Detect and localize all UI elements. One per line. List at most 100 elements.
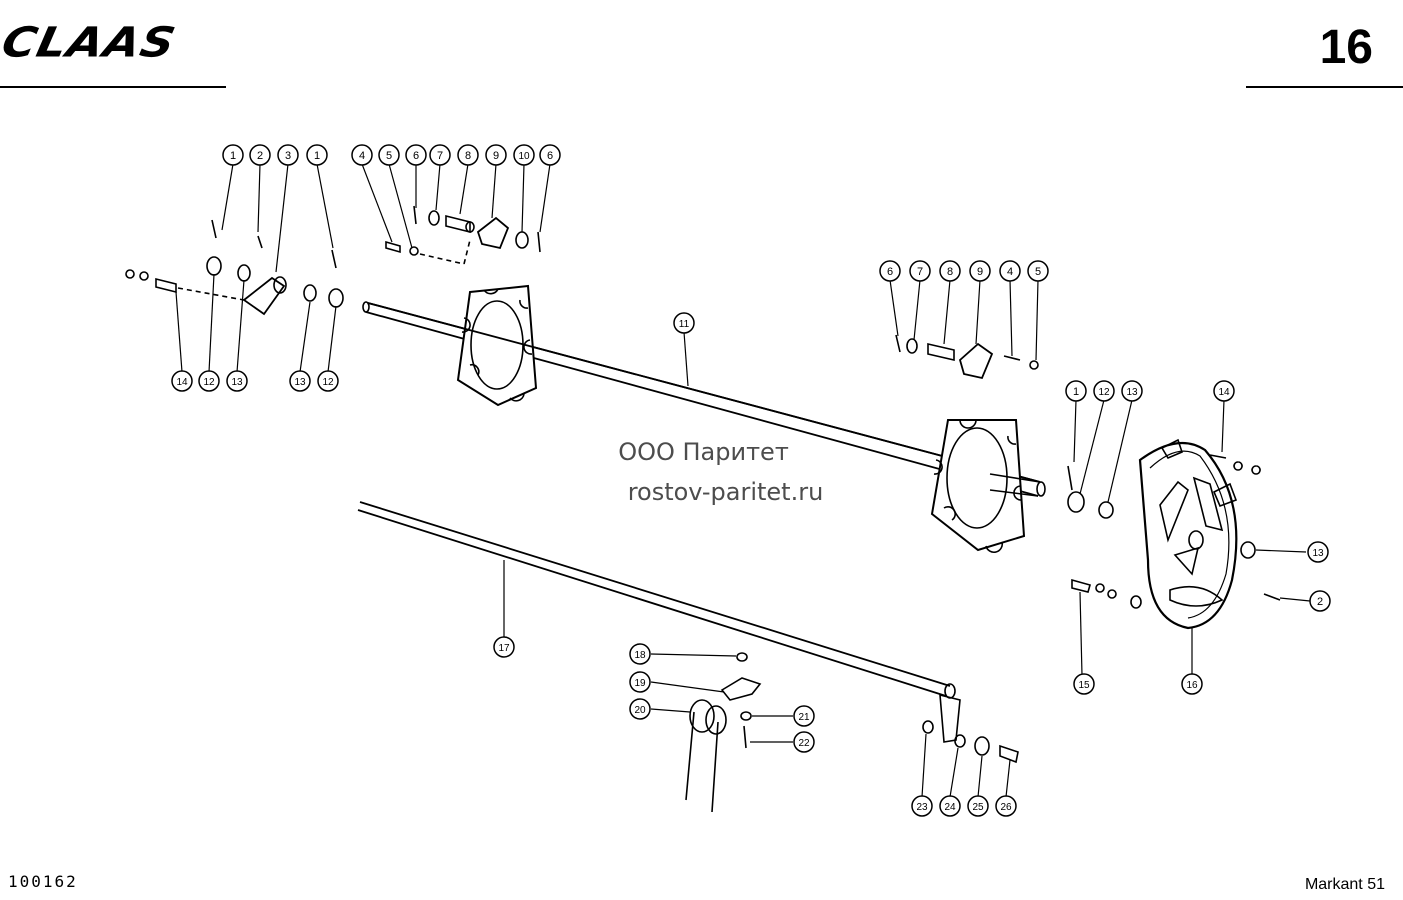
callout-label: 18 (634, 650, 646, 661)
callout-label: 24 (944, 802, 956, 813)
callout-label: 13 (1126, 387, 1138, 398)
callout-circle (1309, 590, 1331, 612)
callout-circle (405, 144, 427, 166)
callout-label: 7 (437, 150, 443, 162)
callout-17: 17 (493, 636, 515, 658)
callout-19: 19 (629, 671, 651, 693)
left-lever-assembly (125, 219, 344, 316)
callout-circle (999, 260, 1021, 282)
callout-13: 13 (289, 370, 311, 392)
callout-12: 12 (1093, 380, 1115, 402)
callout-label: 1 (1073, 386, 1079, 398)
callout-label: 21 (798, 712, 810, 723)
callout-label: 5 (1035, 266, 1041, 278)
callout-circle (995, 795, 1017, 817)
spring-tine-assembly (685, 652, 1019, 813)
callout-circle (1027, 260, 1049, 282)
callout-circle (457, 144, 479, 166)
callout-label: 15 (1078, 680, 1090, 691)
callout-10: 10 (513, 144, 535, 166)
callout-label: 12 (322, 377, 334, 388)
callout-label: 2 (1317, 596, 1323, 608)
callout-21: 21 (793, 705, 815, 727)
callout-12: 12 (198, 370, 220, 392)
callout-circle (306, 144, 328, 166)
callout-2: 2 (249, 144, 271, 166)
leader-lines (175, 163, 1311, 798)
callout-label: 6 (547, 150, 553, 162)
end-cover (1067, 438, 1281, 630)
callout-4: 4 (999, 260, 1021, 282)
callout-1: 1 (222, 144, 244, 166)
callout-circle (1307, 541, 1329, 563)
callout-1: 1 (1065, 380, 1087, 402)
callout-18: 18 (629, 643, 651, 665)
right-bearing-assembly (895, 334, 1039, 380)
callout-label: 11 (679, 319, 690, 330)
callout-16: 16 (1181, 673, 1203, 695)
callout-5: 5 (378, 144, 400, 166)
callout-label: 9 (977, 266, 983, 278)
callout-9: 9 (485, 144, 507, 166)
callout-20: 20 (629, 698, 651, 720)
callout-label: 23 (916, 802, 928, 813)
callout-15: 15 (1073, 673, 1095, 695)
callout-label: 25 (972, 802, 984, 813)
callout-2: 2 (1309, 590, 1331, 612)
callout-6: 6 (539, 144, 561, 166)
callout-label: 3 (285, 150, 291, 162)
callout-13: 13 (1121, 380, 1143, 402)
callout-circle (969, 260, 991, 282)
callout-circle (939, 795, 961, 817)
callout-24: 24 (939, 795, 961, 817)
callout-23: 23 (911, 795, 933, 817)
callout-circle (879, 260, 901, 282)
callout-circle (1093, 380, 1115, 402)
callout-circle (351, 144, 373, 166)
document-number: 100162 (8, 872, 78, 891)
callout-circle (1181, 673, 1203, 695)
callout-1: 1 (306, 144, 328, 166)
brand-logo: CLAAS (0, 18, 181, 67)
callout-circle (1213, 380, 1235, 402)
callout-circle (793, 705, 815, 727)
callout-circle (249, 144, 271, 166)
right-flange-plate (930, 419, 1041, 554)
callout-label: 20 (634, 705, 646, 716)
callout-label: 8 (465, 150, 471, 162)
callout-label: 4 (1007, 266, 1013, 278)
callout-label: 13 (1312, 548, 1324, 559)
callout-circle (198, 370, 220, 392)
callout-8: 8 (939, 260, 961, 282)
left-flange-plate (367, 284, 1041, 483)
callout-label: 10 (518, 151, 530, 162)
callout-circle (673, 312, 695, 334)
model-name: Markant 51 (1304, 876, 1385, 893)
callout-circle (939, 260, 961, 282)
callout-circle (1073, 673, 1095, 695)
callout-circle (289, 370, 311, 392)
callout-4: 4 (351, 144, 373, 166)
callout-7: 7 (909, 260, 931, 282)
callout-circle (629, 671, 651, 693)
callout-14: 14 (1213, 380, 1235, 402)
callout-13: 13 (1307, 541, 1329, 563)
callout-label: 26 (1000, 802, 1012, 813)
callout-circle (1121, 380, 1143, 402)
callout-circle (222, 144, 244, 166)
callout-label: 14 (1218, 387, 1230, 398)
callout-circle (171, 370, 193, 392)
callout-label: 1 (314, 150, 320, 162)
callout-22: 22 (793, 731, 815, 753)
callout-label: 7 (917, 266, 923, 278)
callout-circle (485, 144, 507, 166)
callout-11: 11 (673, 312, 695, 334)
callout-14: 14 (171, 370, 193, 392)
callout-label: 8 (947, 266, 953, 278)
callout-label: 22 (798, 738, 810, 749)
callout-12: 12 (317, 370, 339, 392)
callout-label: 2 (257, 150, 263, 162)
callout-circle (513, 144, 535, 166)
